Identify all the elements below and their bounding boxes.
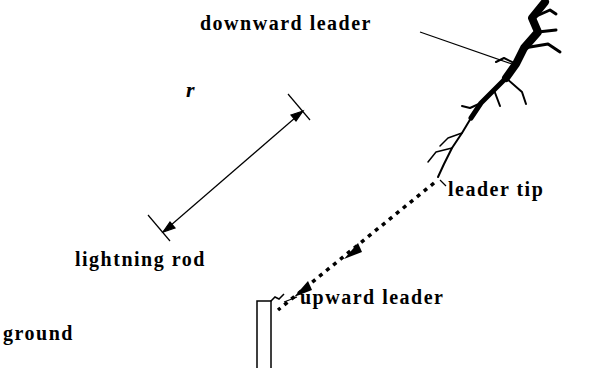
dimension-label: r bbox=[186, 78, 195, 102]
dimension-r bbox=[148, 94, 310, 241]
part-label: downward leader bbox=[200, 12, 372, 34]
downward-leader-bolt bbox=[428, 2, 560, 177]
part-label: leader tip bbox=[448, 178, 544, 200]
lightning-rod bbox=[257, 301, 271, 368]
part-label: lightning rod bbox=[75, 248, 206, 270]
leader-lines bbox=[284, 32, 512, 302]
part-label: ground bbox=[3, 322, 74, 344]
upward-leader-streamer bbox=[270, 294, 284, 302]
part-label: upward leader bbox=[300, 286, 445, 308]
arrowhead bbox=[344, 243, 362, 259]
